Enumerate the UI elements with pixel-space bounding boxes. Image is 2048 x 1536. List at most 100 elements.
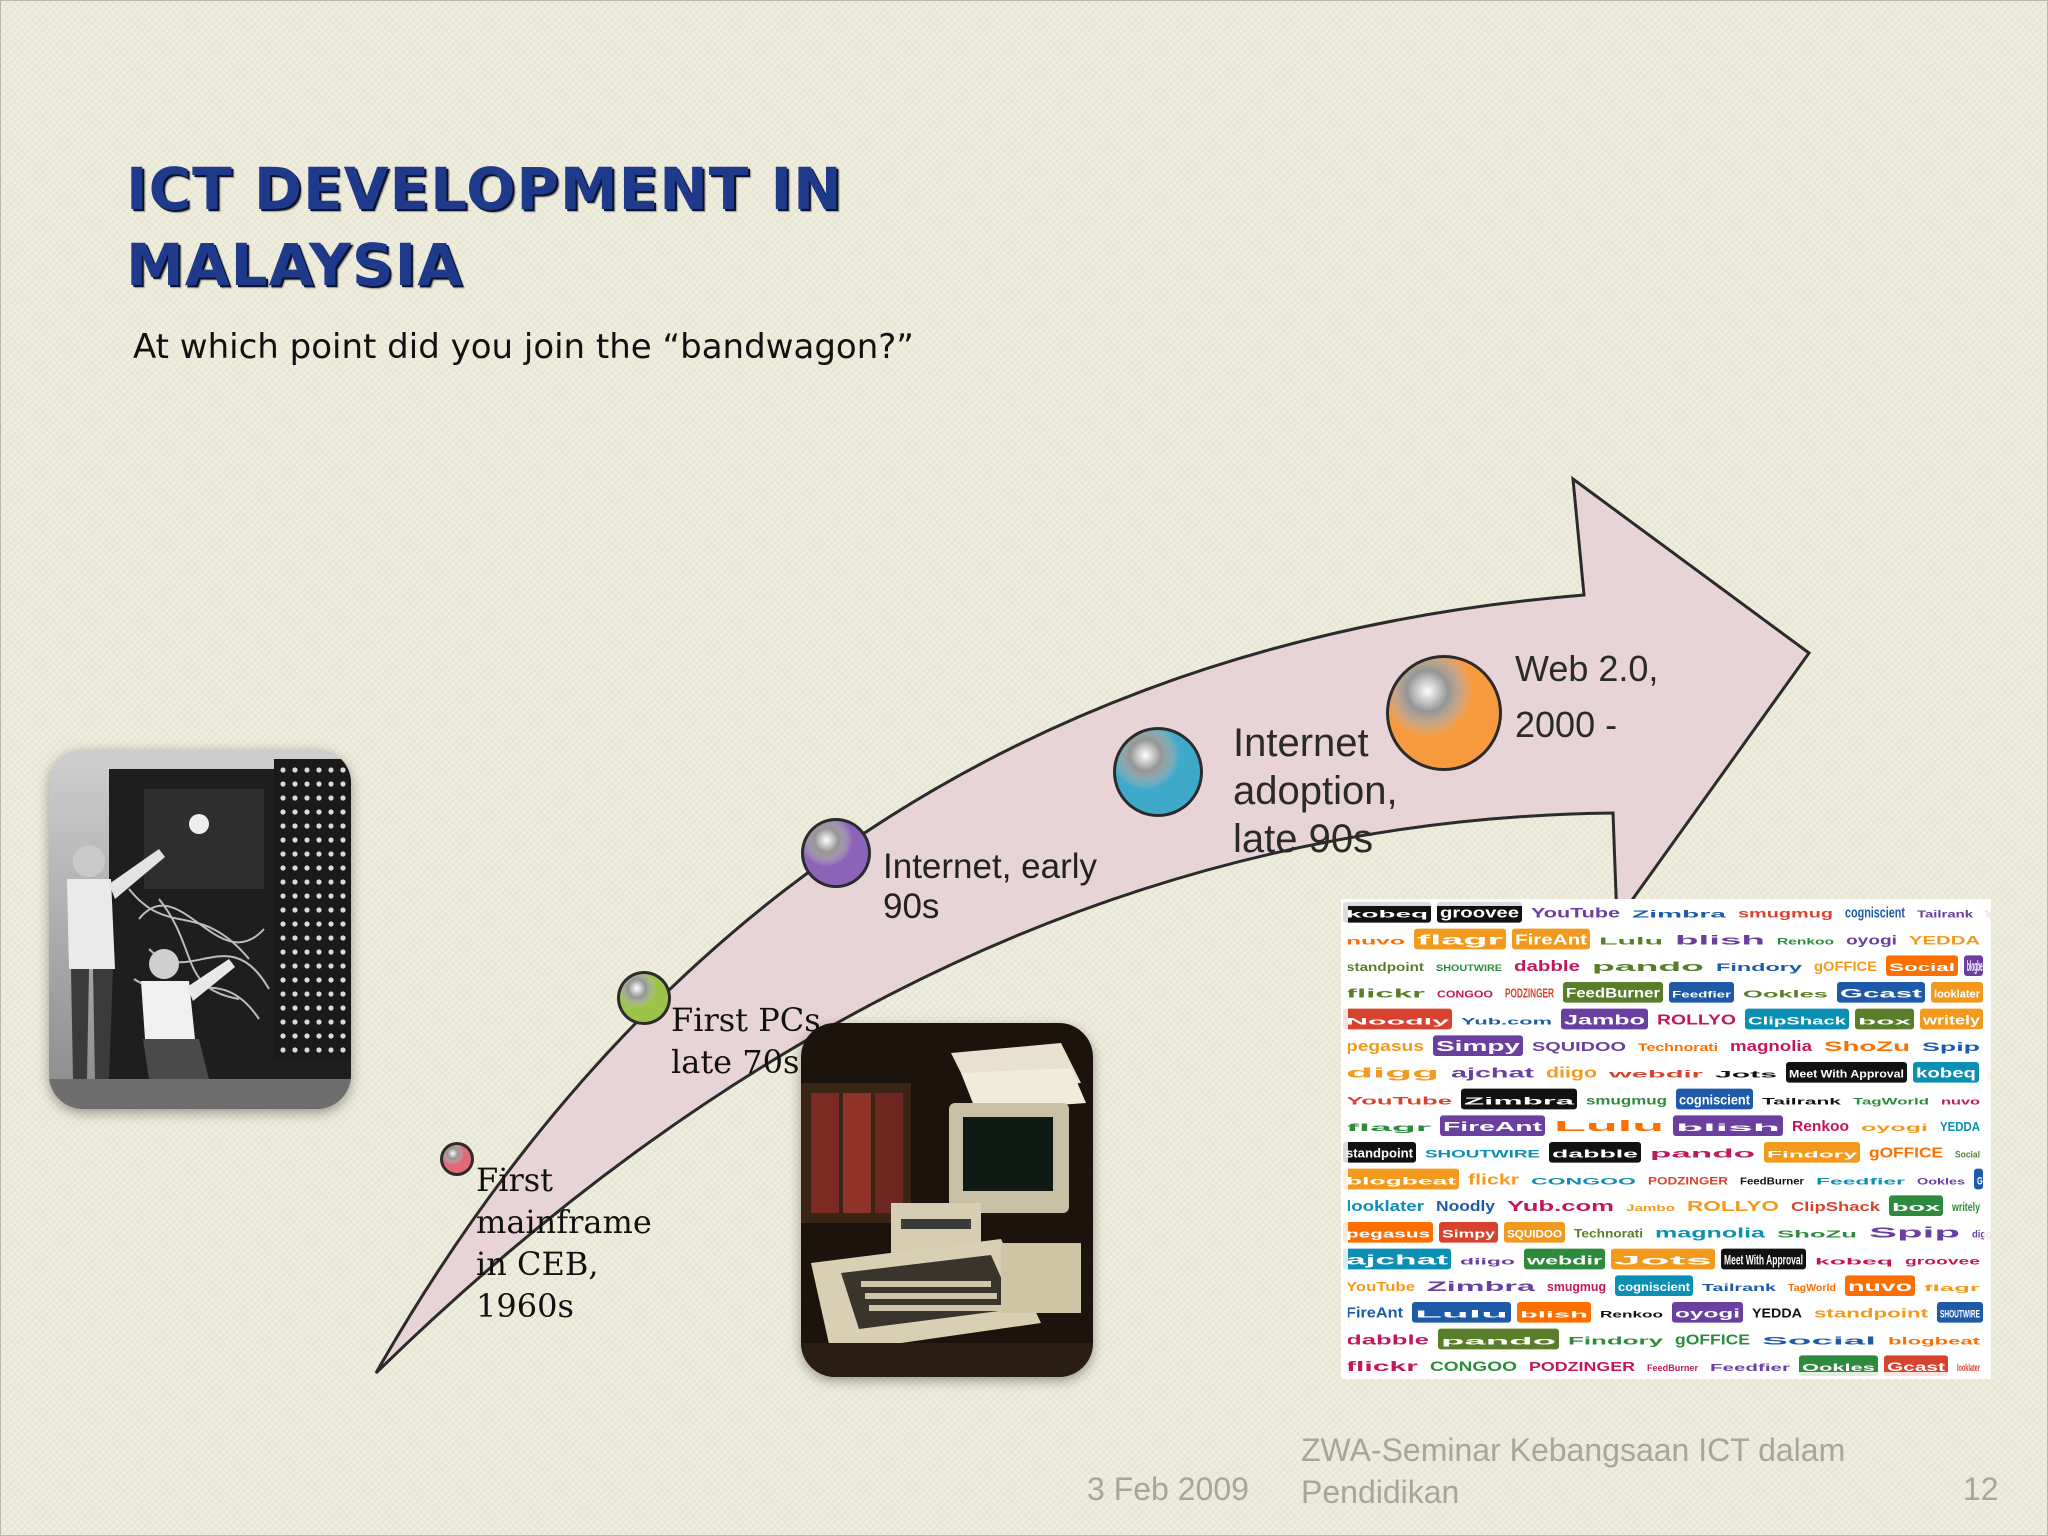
collage-logo-tile: YEDDA — [1940, 1119, 1981, 1134]
collage-logo-tile: Feedfier — [1669, 982, 1734, 1003]
collage-logo-tile: SHOUTWIRE — [1436, 963, 1502, 973]
svg-text:PODZINGER: PODZINGER — [1529, 1359, 1636, 1374]
svg-text:Social: Social — [1762, 1335, 1876, 1347]
svg-text:Jots: Jots — [1614, 1253, 1713, 1267]
collage-logo-tile: looklater — [1931, 982, 1983, 1003]
svg-text:CONGOO: CONGOO — [1430, 1358, 1517, 1374]
svg-text:looklater: looklater — [1934, 989, 1981, 1001]
svg-text:Ookles: Ookles — [1917, 1176, 1965, 1186]
milestone-line: late 90s — [1233, 817, 1374, 861]
svg-text:Zimbra: Zimbra — [1464, 1096, 1575, 1107]
svg-text:smugmug: smugmug — [1586, 1093, 1667, 1107]
svg-text:pando: pando — [1592, 959, 1704, 974]
milestone-line: 90s — [883, 887, 940, 926]
milestone-line: late 70s — [671, 1043, 800, 1081]
collage-logo-tile: Jambo — [1626, 1203, 1676, 1213]
collage-logo-tile: Tailrank — [1762, 1096, 1843, 1106]
collage-logo-tile: FeedBurner — [1563, 982, 1663, 1003]
collage-logo-tile: Zimbra — [1632, 910, 1727, 921]
collage-logo-tile: groovee — [1905, 1256, 1981, 1267]
svg-text:SQUIDOO: SQUIDOO — [1507, 1229, 1562, 1241]
milestone-line: adoption, — [1233, 769, 1398, 813]
collage-logo-tile: PODZINGER — [1648, 1175, 1728, 1187]
milestone-line: 2000 - — [1515, 704, 1618, 745]
collage-logo-tile: flagr — [1924, 1283, 1981, 1293]
svg-text:Spip: Spip — [1869, 1225, 1960, 1242]
svg-text:flickr: flickr — [1468, 1171, 1519, 1188]
svg-text:Feedfier: Feedfier — [1672, 990, 1732, 1000]
collage-logo-tile: ShoZu — [1824, 1038, 1910, 1054]
svg-text:looklater: looklater — [1957, 1363, 1980, 1374]
collage-logo-tile: webdir — [1524, 1248, 1605, 1270]
milestone-circle-pcs — [617, 971, 671, 1025]
svg-text:Yub.com: Yub.com — [1507, 1198, 1614, 1215]
collage-logo-tile: flagr — [1346, 1123, 1431, 1134]
svg-text:YouTube: YouTube — [1346, 1279, 1415, 1294]
svg-text:CONGOO: CONGOO — [1531, 1176, 1636, 1186]
milestone-line: mainframe — [476, 1203, 652, 1241]
svg-text:Social: Social — [1889, 962, 1955, 974]
pc-photo — [801, 1023, 1093, 1377]
svg-text:Findory: Findory — [1568, 1335, 1665, 1347]
collage-logo-tile: Gcast — [1884, 1355, 1948, 1376]
collage-logo-tile: ajchat — [1343, 1248, 1451, 1270]
svg-text:oyogi: oyogi — [1675, 1307, 1740, 1321]
svg-text:SHOUTWIRE: SHOUTWIRE — [1940, 1309, 1980, 1321]
collage-logo-tile: gOFFICE — [1869, 1145, 1943, 1162]
svg-text:blish: blish — [1675, 932, 1765, 947]
collage-logo-tile: Renkoo — [1777, 936, 1835, 946]
pc-photo-image — [801, 1023, 1093, 1377]
collage-logo-tile: Zimbra — [1461, 1088, 1577, 1110]
collage-logo-tile: Yub.com — [1461, 1016, 1552, 1026]
collage-logo-tile: Technorati — [1638, 1042, 1718, 1054]
svg-text:pando: pando — [1441, 1336, 1556, 1347]
svg-text:groovee: groovee — [1440, 905, 1519, 922]
svg-text:blish: blish — [1520, 1310, 1588, 1320]
collage-logo-tile: Findory — [1716, 962, 1804, 974]
collage-logo-tile: Simpy — [1433, 1035, 1523, 1056]
collage-logo-tile: digg — [1972, 1230, 1991, 1241]
svg-text:PODZINGER: PODZINGER — [1505, 986, 1554, 1001]
collage-logo-tile: flickr — [1346, 1358, 1419, 1374]
collage-logo-tile: Social — [1762, 1335, 1876, 1347]
collage-logo-tile: Gcast — [1837, 982, 1925, 1003]
svg-text:Noodly: Noodly — [1436, 1198, 1496, 1215]
collage-logo-tile: blogbeat — [1888, 1336, 1981, 1347]
collage-logo-tile: cogniscient — [1845, 905, 1905, 922]
footer-event-line-1: ZWA-Seminar Kebangsaan ICT dalam — [1301, 1432, 1846, 1468]
svg-text:nuvo: nuvo — [1848, 1278, 1912, 1294]
collage-logo-tile: blish — [1673, 1115, 1783, 1136]
svg-text:FireAnt: FireAnt — [1515, 931, 1587, 948]
milestone-label-internet-adoption: Internet adoption, late 90s — [1233, 719, 1398, 863]
svg-text:box: box — [1892, 1202, 1942, 1214]
svg-text:flagr: flagr — [1346, 1123, 1431, 1134]
collage-logo-tile: blish — [1517, 1302, 1591, 1323]
collage-logo-tile: CONGOO — [1437, 990, 1493, 1001]
milestone-label-web20: Web 2.0, 2000 - — [1515, 641, 1658, 753]
slide-title: ICT DEVELOPMENT IN MALAYSIA — [126, 151, 843, 303]
collage-logo-tile: Feedfier — [1816, 1176, 1906, 1186]
collage-logo-tile: YEDDA — [1909, 933, 1981, 947]
collage-logo-tile: FeedBurner — [1740, 1176, 1804, 1187]
collage-logo-tile: ajchat — [1451, 1065, 1535, 1081]
svg-text:blogbeat: blogbeat — [1888, 1336, 1981, 1347]
milestone-circle-mainframe — [440, 1142, 474, 1176]
collage-logo-tile: dabble — [1346, 1331, 1429, 1347]
svg-text:pegasus: pegasus — [1346, 1038, 1424, 1055]
collage-logo-tile: Lulu — [1412, 1302, 1511, 1323]
svg-text:ROLLYO: ROLLYO — [1657, 1011, 1736, 1028]
svg-text:cogniscient: cogniscient — [1618, 1280, 1690, 1294]
svg-text:digg: digg — [1972, 1230, 1991, 1241]
footer-event: ZWA-Seminar Kebangsaan ICT dalam Pendidi… — [1301, 1429, 1941, 1513]
milestone-circle-internet-adoption — [1113, 727, 1203, 817]
collage-logo-tile: oyogi — [1672, 1302, 1743, 1323]
collage-logo-tile: dabble — [1514, 958, 1580, 975]
collage-logo-tile: standpoint — [1814, 1306, 1929, 1321]
svg-text:Ookles: Ookles — [1802, 1363, 1876, 1374]
collage-logo-tile: Tailrank — [1702, 1283, 1777, 1294]
collage-logo-tile: ROLLYO — [1657, 1011, 1736, 1028]
collage-logo-tile: Tailrank — [1917, 910, 1974, 921]
collage-logo-tile: box — [1889, 1195, 1943, 1216]
collage-logo-tile: SHOUTWIRE — [1937, 1302, 1983, 1323]
